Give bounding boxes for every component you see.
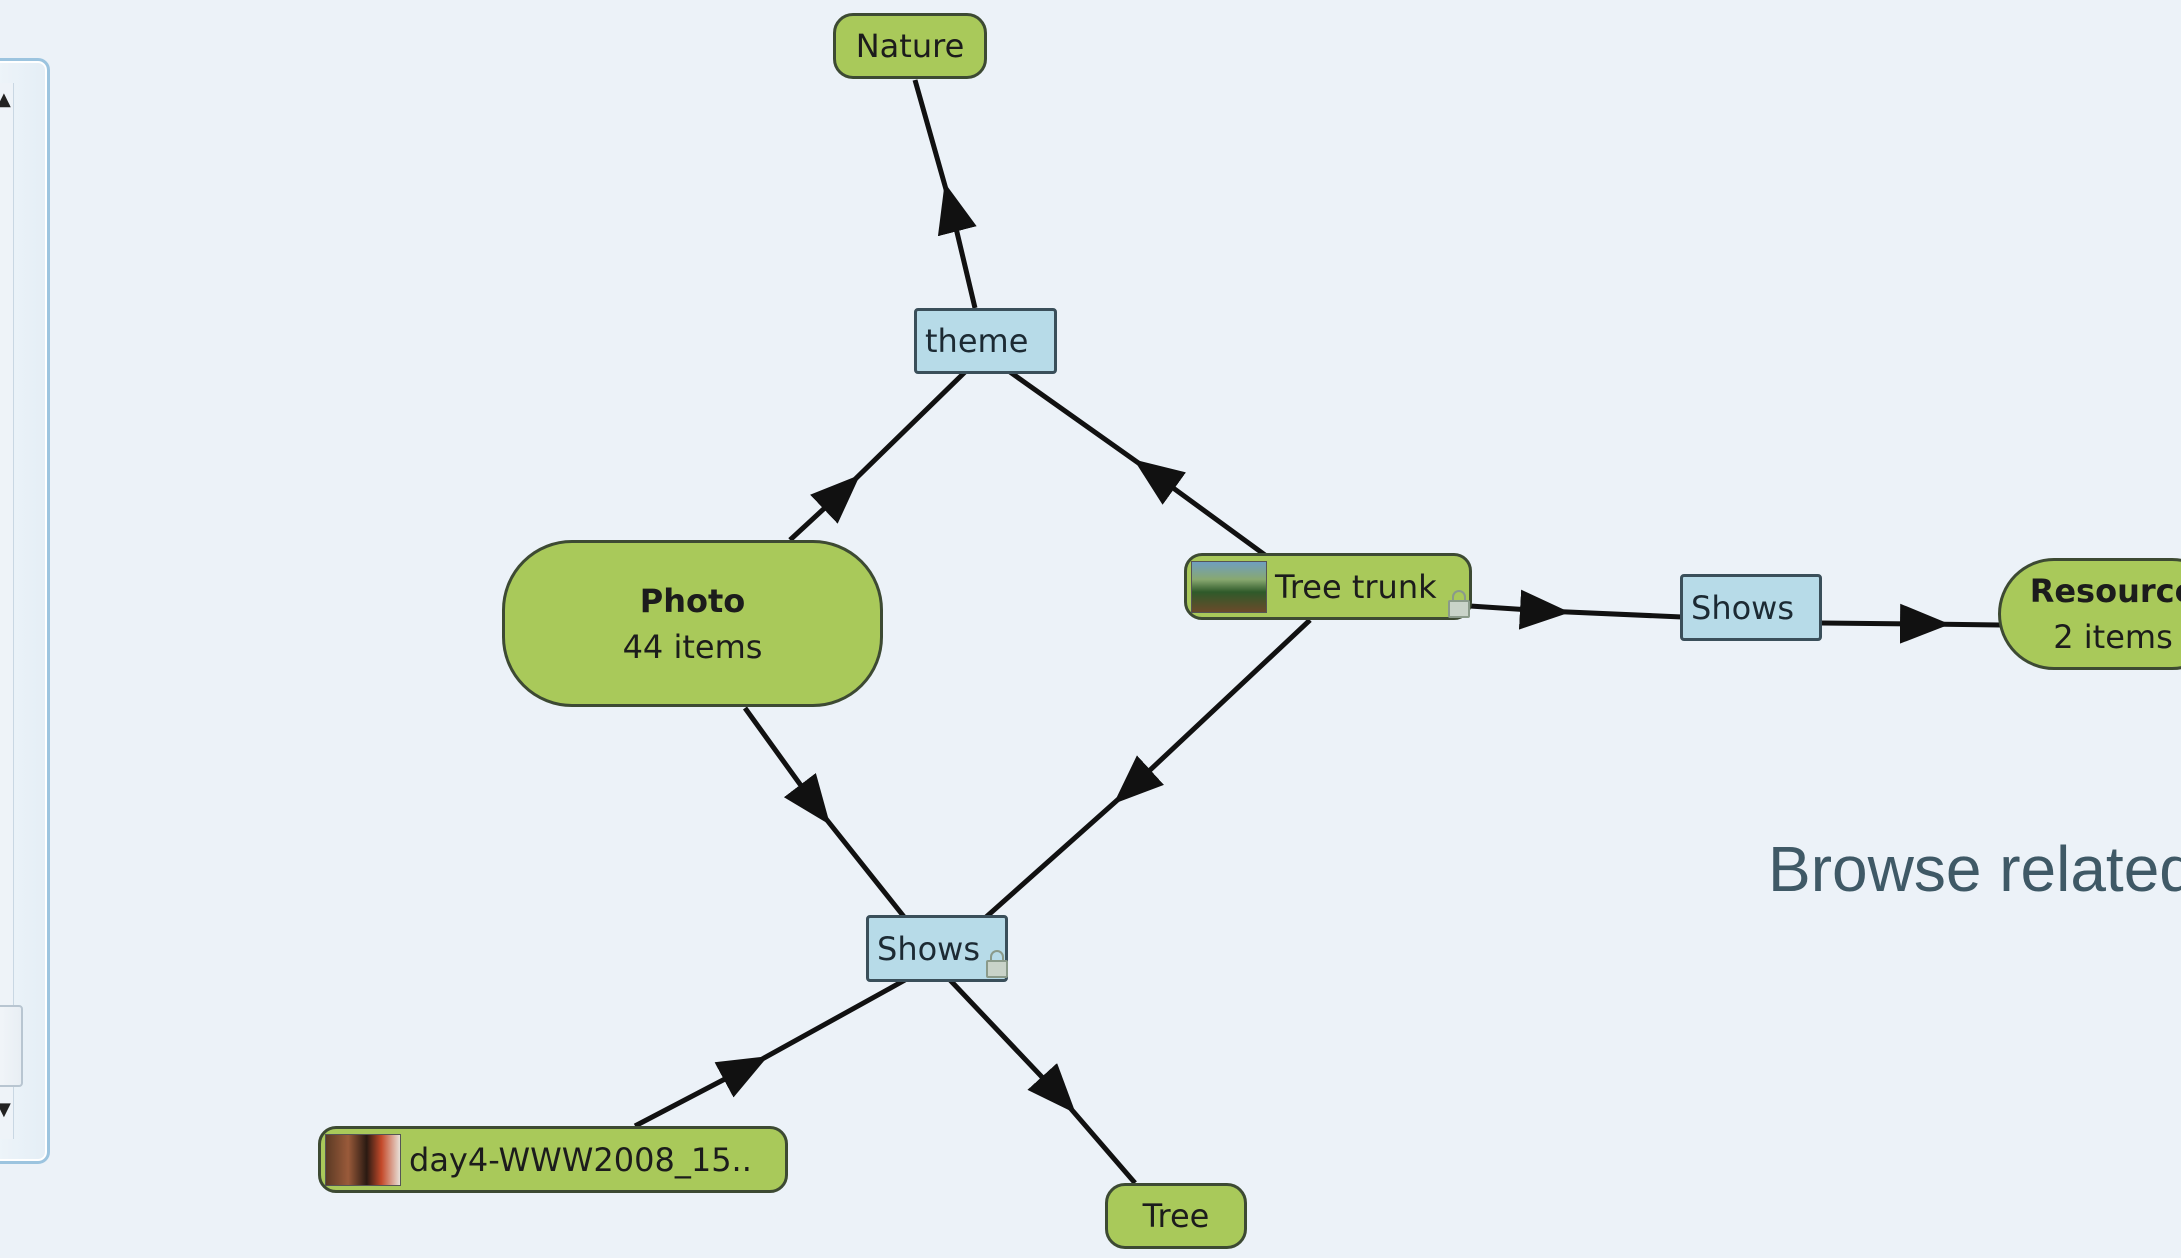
side-panel-list[interactable]	[0, 83, 14, 1139]
node-nature[interactable]: Nature	[833, 13, 987, 79]
lock-icon	[986, 950, 1008, 978]
node-day4-label: day4-WWW2008_15..	[409, 1140, 752, 1179]
relation-theme[interactable]: theme	[914, 308, 1057, 374]
node-resource[interactable]: Resource 2 items	[1998, 558, 2181, 670]
node-tree-trunk-label: Tree trunk	[1275, 567, 1437, 606]
node-resource-count: 2 items	[2053, 618, 2173, 656]
edge-treetrunk-to-theme	[1008, 369, 1267, 558]
node-tree-label: Tree	[1142, 1197, 1210, 1235]
relation-shows-bottom[interactable]: Shows	[866, 915, 1008, 982]
forest-photo-thumbnail-icon	[1191, 560, 1267, 613]
scrollbar-thumb[interactable]	[0, 1005, 23, 1087]
node-photo-count: 44 items	[622, 627, 763, 666]
node-photo-title: Photo	[639, 581, 746, 620]
edge-theme-to-nature	[912, 79, 978, 309]
edge-photo-to-theme	[788, 370, 967, 542]
node-resource-title: Resource	[2029, 572, 2181, 610]
side-panel: ▲ ▼	[0, 58, 50, 1164]
edge-treetrunk-to-shows-right	[1469, 589, 1683, 630]
lock-icon	[1448, 590, 1470, 618]
edge-photo-to-shows	[742, 706, 907, 920]
relation-shows-right-label: Shows	[1691, 588, 1795, 627]
edge-shows-right-to-resource	[1821, 603, 2001, 644]
relation-shows-right[interactable]: Shows	[1680, 574, 1822, 641]
people-photo-thumbnail-icon	[325, 1133, 401, 1186]
node-nature-label: Nature	[855, 27, 965, 65]
scroll-up-arrow-icon[interactable]: ▲	[0, 89, 11, 110]
edge-shows-to-tree	[948, 978, 1137, 1185]
edge-treetrunk-to-shows	[983, 618, 1312, 920]
edge-day4-to-shows	[633, 977, 907, 1129]
browse-related-heading: Browse related	[1768, 833, 2181, 905]
node-day4-photo[interactable]: day4-WWW2008_15..	[318, 1126, 788, 1193]
node-tree[interactable]: Tree	[1105, 1183, 1247, 1249]
node-tree-trunk[interactable]: Tree trunk	[1184, 553, 1472, 620]
relation-theme-label: theme	[925, 322, 1029, 360]
relation-shows-bottom-label: Shows	[877, 929, 981, 968]
scroll-down-arrow-icon[interactable]: ▼	[0, 1099, 11, 1120]
node-photo[interactable]: Photo 44 items	[502, 540, 883, 707]
